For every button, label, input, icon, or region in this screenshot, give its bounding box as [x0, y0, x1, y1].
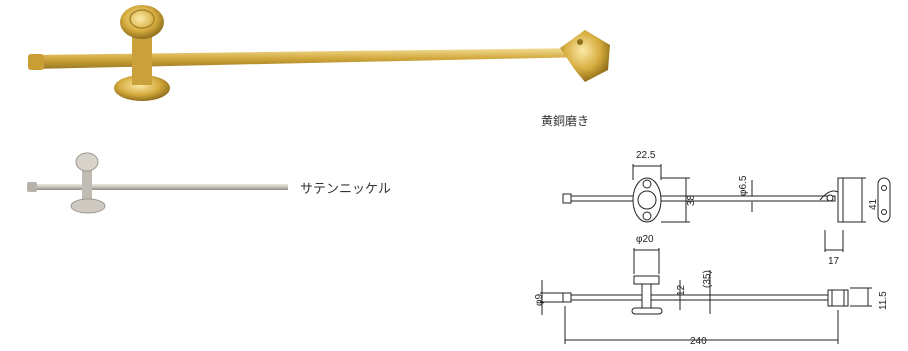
dim-38: 38 [686, 194, 697, 206]
technical-drawing: 22.5 38 φ6.5 41 17 φ20 φ9 12 (35) 11.5 2… [534, 150, 891, 347]
brass-variant-label: 黄銅磨き [541, 114, 590, 128]
side-view-bracket [827, 289, 849, 307]
satin-rod-end [27, 182, 37, 192]
dim-17: 17 [828, 256, 840, 267]
top-view-rod [564, 195, 836, 202]
dim-12: 12 [676, 284, 687, 296]
brass-bracket [560, 30, 610, 82]
dim-9: φ9 [534, 294, 545, 306]
brass-knob [120, 5, 164, 39]
brass-base [114, 75, 170, 101]
dim-20: φ20 [636, 234, 654, 245]
satin-variant-label: サテンニッケル [300, 182, 392, 197]
dim-41: 41 [868, 198, 879, 210]
side-view-rod [564, 294, 836, 301]
brass-rod [30, 48, 587, 69]
brass-product-photo [28, 5, 610, 101]
dim-35: (35) [702, 270, 713, 288]
brass-stem [132, 30, 152, 85]
side-view-knob [633, 275, 660, 285]
satin-knob [75, 152, 99, 172]
satin-rod [30, 184, 288, 190]
dim-6-5: φ6.5 [738, 175, 749, 196]
top-view-bracket [837, 177, 844, 223]
dim-240: 240 [690, 336, 707, 347]
side-view-base [631, 307, 663, 315]
satin-product-photo [27, 152, 288, 214]
dim-22-5: 22.5 [636, 150, 656, 161]
satin-base [70, 198, 106, 214]
satin-stem [82, 166, 92, 206]
dim-11-5: 11.5 [878, 291, 889, 310]
brass-rod-end [28, 54, 44, 70]
bracket-end-view [877, 177, 891, 223]
